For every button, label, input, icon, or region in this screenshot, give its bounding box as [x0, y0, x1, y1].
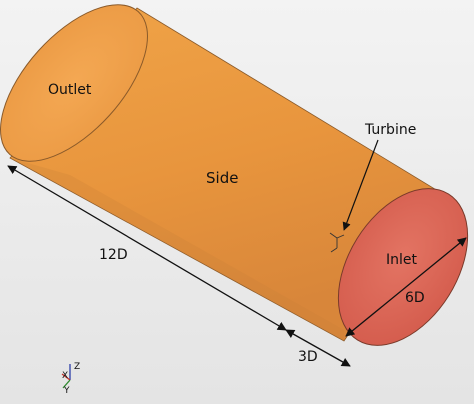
offset-dimension-arrow: [285, 329, 351, 367]
diameter-dimension-arrow: [345, 237, 467, 337]
outlet-label: Outlet: [48, 82, 92, 98]
z-axis-label: Z: [74, 362, 80, 372]
length-dimension-arrow: [7, 165, 287, 331]
axes-triad: Z X Y: [61, 362, 80, 396]
turbine-icon: [329, 232, 345, 253]
x-axis-label: X: [62, 371, 68, 381]
length-dimension-label: 12D: [99, 247, 128, 263]
y-axis-label: Y: [63, 386, 70, 396]
offset-dimension-label: 3D: [298, 349, 318, 365]
y-axis-line: [62, 379, 71, 389]
side-label: Side: [206, 169, 238, 187]
outlet-face: [0, 4, 148, 162]
inlet-label: Inlet: [386, 252, 418, 268]
turbine-pointer-arrow: [342, 139, 379, 231]
x-axis-line: [61, 373, 71, 381]
turbine-label: Turbine: [364, 122, 416, 138]
diameter-dimension-label: 6D: [405, 290, 425, 306]
